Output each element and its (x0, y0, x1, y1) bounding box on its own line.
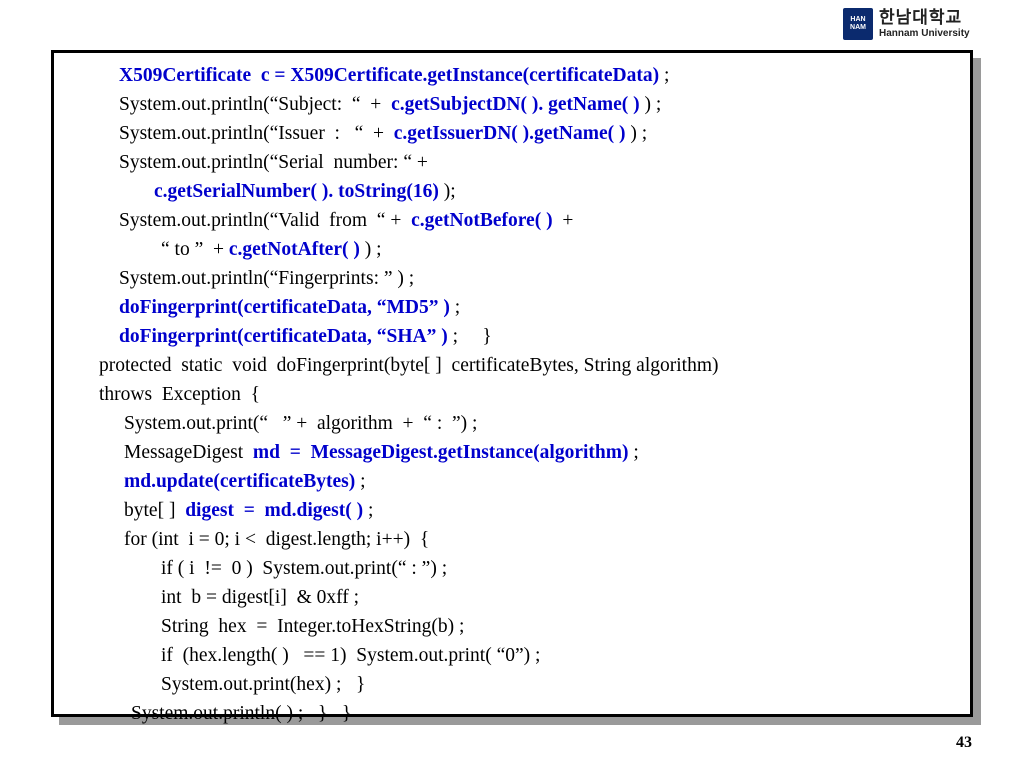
code-line: X509Certificate c = X509Certificate.getI… (119, 63, 669, 89)
code-text: byte[ ] (124, 500, 186, 521)
code-highlight: doFingerprint(certificateData, “MD5” ) (119, 297, 450, 318)
code-text: System.out.println(“Subject: “ + (119, 94, 392, 115)
logo-korean-name: 한남대학교 (879, 8, 963, 28)
code-text: for (int i = 0; i < digest.length; i++) … (124, 529, 430, 550)
emblem-bottom-text: NAM (850, 24, 866, 31)
code-text: throws Exception { (99, 384, 260, 405)
code-line: System.out.println(“Subject: “ + c.getSu… (119, 92, 661, 118)
code-highlight: md = MessageDigest.getInstance(algorithm… (252, 442, 629, 463)
code-highlight: doFingerprint(certificateData, “SHA” ) (119, 326, 448, 347)
code-text: MessageDigest (124, 442, 253, 463)
code-highlight: c.getSerialNumber( ). toString(16) (154, 181, 439, 202)
code-line: for (int i = 0; i < digest.length; i++) … (124, 527, 429, 553)
code-line: MessageDigest md = MessageDigest.getInst… (124, 440, 639, 466)
code-text: int b = digest[i] & 0xff ; (161, 587, 360, 608)
code-highlight: c.getNotAfter( ) (228, 239, 360, 260)
emblem-top-text: HAN (850, 16, 866, 23)
logo-text: 한남대학교 Hannam University (879, 8, 970, 40)
code-line: System.out.println( ) ; } } (131, 701, 351, 727)
code-line: System.out.println(“Serial number: “ + (119, 150, 428, 176)
code-text: String hex = Integer.toHexString(b) ; (161, 616, 465, 637)
code-line: byte[ ] digest = md.digest( ) ; (124, 498, 373, 524)
code-line: if ( i != 0 ) System.out.print(“ : ”) ; (161, 556, 447, 582)
code-highlight: digest = md.digest( ) (185, 500, 364, 521)
code-text: ); (438, 181, 456, 202)
university-emblem-icon: HAN NAM (843, 8, 873, 40)
code-highlight: md.update(certificateBytes) (124, 471, 356, 492)
code-text: + (552, 210, 574, 231)
code-text: ; (355, 471, 366, 492)
code-line: doFingerprint(certificateData, “MD5” ) ; (119, 295, 460, 321)
code-text: protected static void doFingerprint(byte… (99, 355, 719, 376)
code-highlight: c.getSubjectDN( ). getName( ) (391, 94, 640, 115)
university-logo: HAN NAM 한남대학교 Hannam University (843, 6, 983, 42)
code-line: System.out.print(“ ” + algorithm + “ : ”… (124, 411, 477, 437)
code-line: “ to ” + c.getNotAfter( ) ) ; (161, 237, 382, 263)
code-highlight: c.getIssuerDN( ).getName( ) (393, 123, 626, 144)
code-text: “ to ” + (161, 239, 229, 260)
code-text: ; (449, 297, 461, 318)
code-text: System.out.print(“ ” + algorithm + “ : ”… (124, 413, 478, 434)
code-line: System.out.println(“Issuer : “ + c.getIs… (119, 121, 647, 147)
code-text: System.out.println(“Serial number: “ + (119, 152, 428, 173)
code-text: ; (628, 442, 639, 463)
logo-english-name: Hannam University (879, 28, 970, 39)
code-box: X509Certificate c = X509Certificate.getI… (51, 50, 973, 724)
code-text: ; } (447, 326, 492, 347)
code-text: ) ; (625, 123, 648, 144)
code-line: System.out.println(“Valid from “ + c.get… (119, 208, 573, 234)
code-line: if (hex.length( ) == 1) System.out.print… (161, 643, 540, 669)
code-line: doFingerprint(certificateData, “SHA” ) ;… (119, 324, 492, 350)
code-highlight: X509Certificate c = X509Certificate.getI… (119, 65, 660, 86)
code-line: int b = digest[i] & 0xff ; (161, 585, 359, 611)
code-text: ) ; (359, 239, 382, 260)
code-line: c.getSerialNumber( ). toString(16) ); (154, 179, 456, 205)
code-line: String hex = Integer.toHexString(b) ; (161, 614, 464, 640)
code-text: ) ; (639, 94, 662, 115)
code-text: ; (659, 65, 670, 86)
code-line: throws Exception { (99, 382, 260, 408)
code-text: if (hex.length( ) == 1) System.out.print… (161, 645, 541, 666)
code-line: System.out.println(“Fingerprints: ” ) ; (119, 266, 414, 292)
code-text: System.out.println(“Valid from “ + (119, 210, 412, 231)
code-text: ; (363, 500, 374, 521)
code-line: System.out.print(hex) ; } (161, 672, 365, 698)
code-text: if ( i != 0 ) System.out.print(“ : ”) ; (161, 558, 448, 579)
code-line: protected static void doFingerprint(byte… (99, 353, 719, 379)
code-text: System.out.println(“Fingerprints: ” ) ; (119, 268, 415, 289)
code-highlight: c.getNotBefore( ) (411, 210, 553, 231)
page-number: 43 (956, 734, 972, 751)
code-text: System.out.print(hex) ; } (161, 674, 366, 695)
code-text: System.out.println( ) ; } } (131, 703, 352, 724)
code-line: md.update(certificateBytes) ; (124, 469, 366, 495)
code-listing: X509Certificate c = X509Certificate.getI… (54, 53, 970, 724)
code-text: System.out.println(“Issuer : “ + (119, 123, 394, 144)
